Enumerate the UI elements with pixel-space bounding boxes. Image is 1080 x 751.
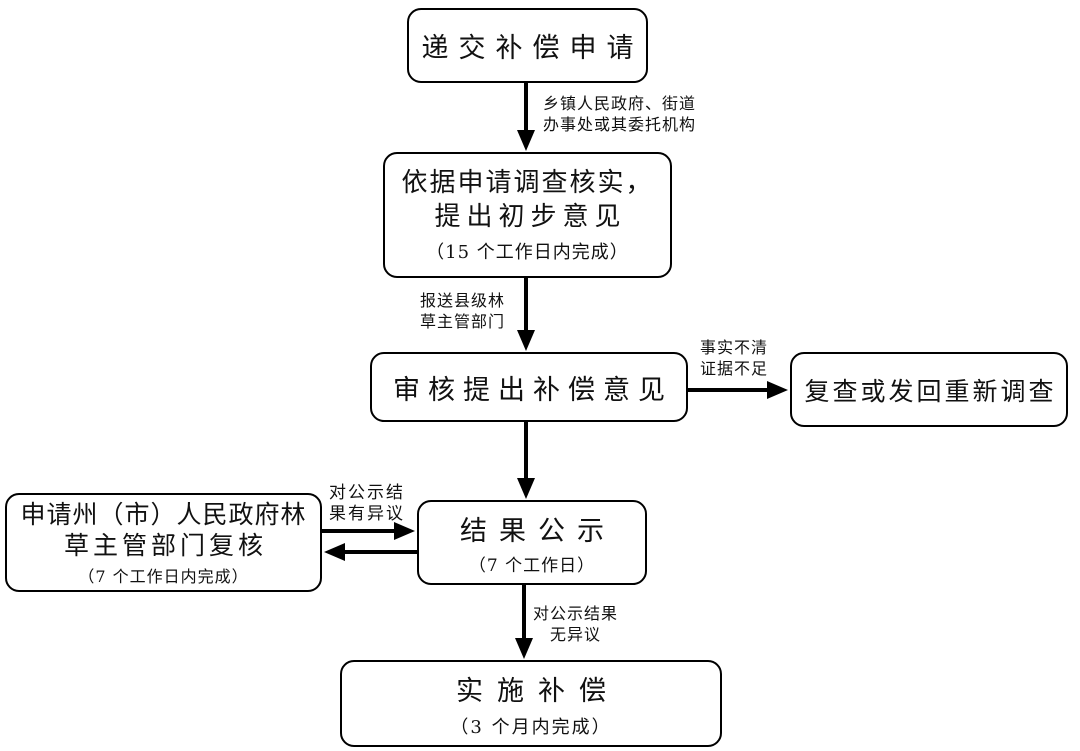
arrow-publicity-to-reexamine <box>324 543 417 561</box>
node-submit-title: 递交补偿申请 <box>421 33 644 64</box>
node-recheck-return: 复查或发回重新调查 <box>790 352 1068 427</box>
node-implement-note: （3 个月内完成） <box>450 716 612 738</box>
edge-label-line: 事实不清 <box>700 338 769 357</box>
arrow-publicity-to-implement <box>515 585 533 659</box>
edge-label-objection: 对公示结 果有异议 <box>329 483 405 525</box>
node-review-opinion: 审核提出补偿意见 <box>370 352 688 422</box>
arrow-review-to-publicity <box>517 422 535 499</box>
edge-label-line: 办事处或其委托机构 <box>543 115 697 134</box>
node-submit-application: 递交补偿申请 <box>407 8 648 83</box>
edge-label-line: 果有异议 <box>329 504 405 524</box>
node-implement-title: 实施补偿 <box>456 675 620 707</box>
node-reexamine-line2: 草主管部门复核 <box>63 530 267 560</box>
node-reexamine-note: （7 个工作日内完成） <box>78 566 249 586</box>
node-publicity-note: （7 个工作日） <box>468 556 596 576</box>
arrow-review-to-recheck <box>688 381 788 399</box>
node-result-publicity: 结果公示 （7 个工作日） <box>417 500 647 585</box>
node-investigate-verify: 依据申请调查核实， 提出初步意见 （15 个工作日内完成） <box>383 152 672 278</box>
arrow-investigate-to-review <box>517 278 535 351</box>
edge-label-line: 对公示结 <box>329 483 405 503</box>
edge-label-no-objection: 对公示结果 无异议 <box>533 603 618 645</box>
edge-label-line: 乡镇人民政府、街道 <box>543 94 697 113</box>
edge-label-line: 对公示结果 <box>533 604 619 623</box>
edge-label-line: 无异议 <box>550 625 602 644</box>
node-publicity-title: 结果公示 <box>460 516 616 547</box>
arrow-reexamine-to-publicity <box>322 522 415 540</box>
node-investigate-note: （15 个工作日内完成） <box>426 242 629 263</box>
edge-label-township-government: 乡镇人民政府、街道 办事处或其委托机构 <box>543 93 696 135</box>
edge-label-facts-unclear: 事实不清 证据不足 <box>700 337 768 379</box>
arrow-submit-to-investigate <box>517 83 535 151</box>
edge-label-line: 草主管部门 <box>420 312 506 331</box>
node-investigate-line1: 依据申请调查核实， <box>401 168 654 198</box>
node-investigate-line2: 提出初步意见 <box>434 202 627 232</box>
node-reexamine-request: 申请州（市）人民政府林 草主管部门复核 （7 个工作日内完成） <box>5 493 322 592</box>
edge-label-county-authority: 报送县级林 草主管部门 <box>420 290 505 332</box>
node-review-title: 审核提出补偿意见 <box>393 374 673 406</box>
node-implement-compensation: 实施补偿 （3 个月内完成） <box>340 660 722 747</box>
edge-label-line: 证据不足 <box>700 359 769 378</box>
edge-label-line: 报送县级林 <box>420 291 506 310</box>
node-recheck-title: 复查或发回重新调查 <box>804 376 1057 406</box>
node-reexamine-line1: 申请州（市）人民政府林 <box>20 499 307 529</box>
